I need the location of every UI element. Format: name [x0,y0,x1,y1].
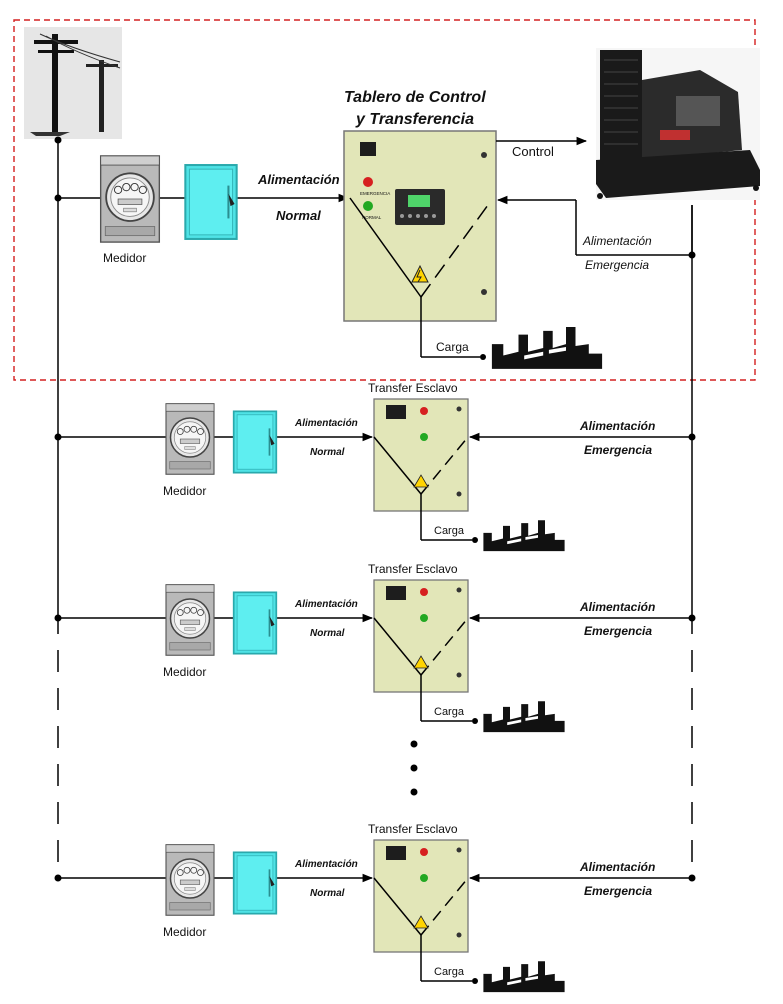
meter-icon [165,584,215,656]
brand-logo [360,142,376,156]
normal-feed-label-2: Normal [310,888,345,899]
emergency-indicator-label: EMERGENCIA [360,191,390,196]
control-label: Control [512,144,554,159]
emergency-feed-label-2: Emergencia [584,884,652,898]
load-icon [491,327,603,369]
load-label: Carga [436,340,469,354]
disconnect-switch-icon [232,591,278,655]
normal-feed-label: Alimentación [294,418,358,429]
meter-label: Medidor [163,484,206,498]
meter-label: Medidor [103,251,146,265]
panel-title: Tablero de Control [344,89,486,106]
warning-icon [411,264,429,283]
normal-feed-label-2: Normal [310,628,345,639]
brand-logo [386,586,406,600]
normal-feed-label-2: Normal [276,208,321,223]
panel-title-2: y Transferencia [355,111,474,128]
utility-poles-icon [24,27,122,139]
load-icon [483,701,565,733]
disconnect-switch-icon [232,410,278,474]
load-label: Carga [434,706,465,718]
meter-icon [165,403,215,475]
normal-feed-label-2: Normal [310,447,345,458]
meter-icon [165,844,215,916]
emergency-feed-label-2: Emergencia [585,258,649,272]
emergency-feed-label-2: Emergencia [584,624,652,638]
more-units-ellipsis [410,740,418,796]
slave-title: Transfer Esclavo [368,822,458,836]
normal-feed-label: Alimentación [294,599,358,610]
slave-transfer-panel [373,579,469,693]
brand-logo [386,405,406,419]
meter-label: Medidor [163,925,206,939]
warning-icon [413,474,429,488]
emergency-feed-label: Alimentación [582,234,652,248]
warning-icon [413,915,429,929]
main-section: Medidor Alimentación Normal Tablero de C… [54,48,760,369]
normal-feed-label: Alimentación [257,172,340,187]
emergency-indicator [420,848,428,856]
slave-title: Transfer Esclavo [368,562,458,576]
emergency-indicator [420,588,428,596]
brand-logo [386,846,406,860]
load-label: Carga [434,966,465,978]
load-label: Carga [434,525,465,537]
normal-indicator [363,201,373,211]
emergency-feed-label: Alimentación [579,419,655,433]
disconnect-switch-icon [184,164,238,240]
control-transfer-panel: EMERGENCIA NORMAL [343,130,497,357]
emergency-indicator [420,407,428,415]
load-icon [483,961,565,993]
emergency-feed-label: Alimentación [579,860,655,874]
normal-indicator [420,614,428,622]
disconnect-switch-icon [232,851,278,915]
emergency-indicator [363,177,373,187]
warning-icon [413,655,429,669]
meter-label: Medidor [163,665,206,679]
slave-title: Transfer Esclavo [368,381,458,395]
generator-icon [596,48,760,200]
normal-indicator [420,433,428,441]
emergency-feed-label: Alimentación [579,600,655,614]
slave-transfer-panel [373,839,469,953]
normal-indicator-label: NORMAL [362,215,382,220]
emergency-feed-label-2: Emergencia [584,443,652,457]
normal-indicator [420,874,428,882]
normal-feed-label: Alimentación [294,859,358,870]
load-icon [483,520,565,552]
meter-icon [99,155,161,243]
